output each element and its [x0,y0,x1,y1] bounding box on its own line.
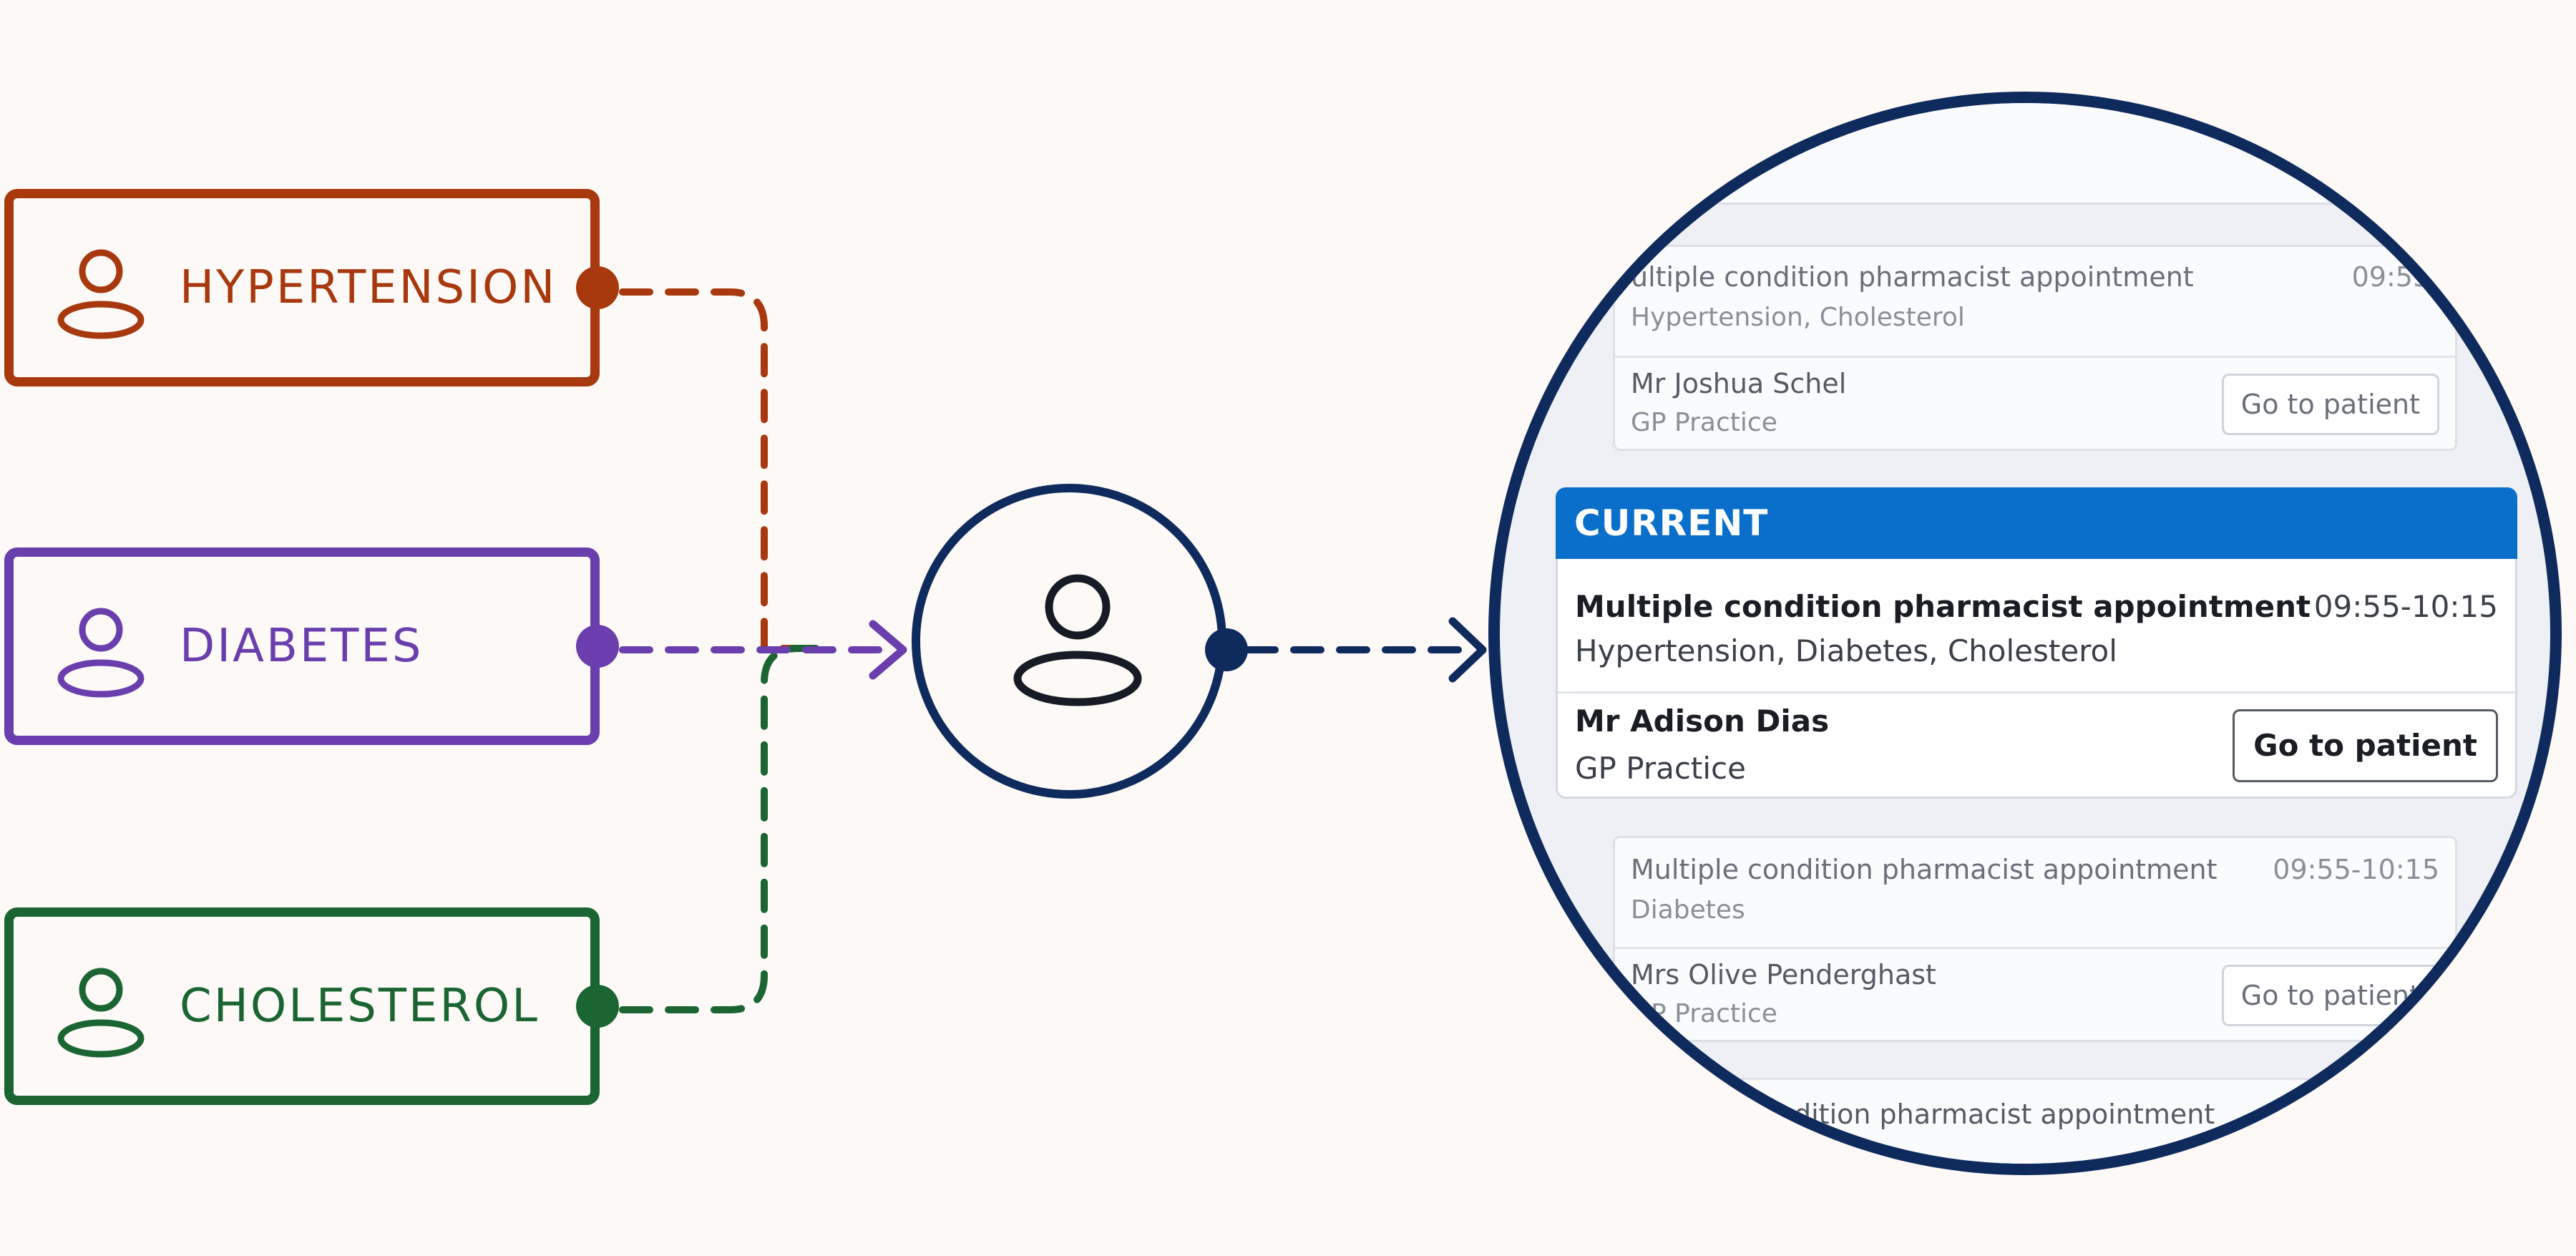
diabetes-box: DIABETES [4,547,619,745]
patient-row: Mrs Olive Penderghast P Practice Go to p… [1615,947,2455,1046]
patient-name: Mr Adison Dias [1575,704,1830,739]
appointment-time: 09:55-10:15 [2273,854,2439,885]
appointment-conditions: Hypertension, Diabetes, Cholesterol [1575,633,2117,668]
appointment-card-partial [1613,103,2457,205]
go-to-patient-button[interactable] [2325,141,2439,203]
hub-arrowhead [1448,617,1487,683]
person-icon [57,249,145,339]
hub-connector-dot [1205,628,1248,671]
appointment-card: Multiple condition pharmacist appointmen… [1613,836,2457,1042]
appointment-title: ultiple condition pharmacist appointment [1631,261,2194,293]
current-appointment-header: CURRENT [1556,487,2517,559]
go-to-patient-button[interactable]: Go to patient [2221,965,2439,1026]
patient-hub [912,484,1226,799]
hypertension-connector [619,288,819,652]
go-to-patient-button[interactable]: Go to patient [2221,374,2439,435]
hypertension-box: HYPERTENSION [4,189,619,386]
patient-practice: P Practice [1651,999,1777,1028]
cholesterol-connector-dot [576,985,619,1028]
condition-label-diabetes: DIABETES [180,620,424,673]
diabetes-arrowhead [869,620,907,680]
current-appointment-card: Multiple condition pharmacist appointmen… [1556,559,2517,799]
appointment-info: ultiple condition pharmacist appointment… [1615,247,2484,356]
condition-label-hypertension: HYPERTENSION [180,261,557,314]
go-to-patient-button[interactable]: Go to patient [2233,709,2498,782]
magnified-appointment-list: ultiple condition pharmacist appointment… [1488,92,2562,1175]
cholesterol-connector [619,645,819,1013]
appointment-list: ultiple condition pharmacist appointment… [1500,103,2550,1164]
appointment-time: 09:55-10: [2351,261,2484,293]
appointment-conditions: Diabetes [1631,895,1745,925]
patient-practice: GP Practice [1575,751,1746,786]
person-icon [57,968,145,1058]
current-label: CURRENT [1574,502,1769,544]
hypertension-connector-dot [576,266,619,309]
appointment-info: Multiple condition pharmacist appointmen… [1615,838,2455,947]
condition-label-cholesterol: CHOLESTEROL [180,980,540,1033]
patient-row: Mr Joshua Schel GP Practice Go to patien… [1615,356,2455,455]
appointment-title: Multiple condition pharmacist appointmen… [1575,589,2311,624]
appointment-conditions: Hypertension, Cholesterol [1631,303,1965,332]
patient-name: Mr Joshua Schel [1631,368,1847,399]
appointment-card-partial: dition pharmacist appointment [1613,1078,2457,1164]
divider [1558,691,2515,693]
cholesterol-box: CHOLESTEROL [4,907,619,1105]
appointment-card: ultiple condition pharmacist appointment… [1613,245,2484,451]
person-icon [1013,574,1142,706]
diabetes-connector-dot [576,625,619,668]
appointment-time: 09:55-10:15 [2313,589,2498,624]
appointment-title: dition pharmacist appointment [1794,1099,2215,1130]
person-icon [57,608,145,698]
patient-practice: GP Practice [1631,408,1777,437]
appointment-title: Multiple condition pharmacist appointmen… [1631,854,2218,885]
patient-name: Mrs Olive Penderghast [1631,959,1936,990]
